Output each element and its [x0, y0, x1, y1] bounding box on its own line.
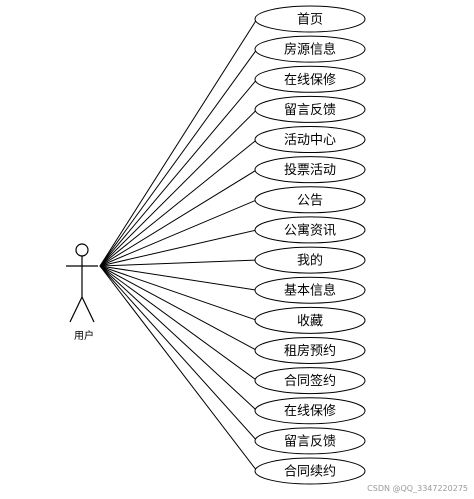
use-case-ellipse [254, 336, 366, 364]
use-case: 房源信息 [254, 35, 366, 63]
association-line [99, 265, 258, 291]
use-case-label: 我的 [297, 253, 323, 269]
association-line [99, 265, 258, 321]
use-case-ellipse [254, 216, 366, 244]
use-case-ellipse [254, 276, 366, 304]
watermark: CSDN @QQ_3347220275 [367, 484, 468, 493]
use-case-label: 房源信息 [284, 42, 336, 58]
use-case: 投票活动 [254, 156, 366, 184]
use-case: 基本信息 [254, 276, 366, 304]
use-case-ellipse [254, 246, 366, 274]
use-case-ellipse [254, 367, 366, 395]
use-case-ellipse [254, 65, 366, 93]
use-case: 公寓资讯 [254, 216, 366, 244]
use-case: 租房预约 [254, 336, 366, 364]
use-case-list: 首页房源信息在线保修留言反馈活动中心投票活动公告公寓资讯我的基本信息收藏租房预约… [254, 5, 366, 485]
use-case-ellipse [254, 457, 366, 485]
use-case: 留言反馈 [254, 95, 366, 123]
association-line [99, 169, 258, 267]
association-line [99, 265, 258, 351]
use-case: 首页 [254, 5, 366, 33]
use-case-label: 在线保修 [284, 73, 336, 88]
use-case-ellipse [254, 5, 366, 33]
use-case-ellipse [254, 95, 366, 123]
actor-right-leg [81, 296, 95, 323]
association-line [99, 265, 258, 412]
use-case-label: 收藏 [297, 314, 323, 329]
use-case-ellipse [254, 186, 366, 214]
use-case-ellipse [254, 306, 366, 334]
actor-user: 用户 [66, 243, 98, 342]
use-case-label: 公告 [297, 193, 323, 208]
use-case-ellipse [254, 35, 366, 63]
use-case-ellipse [254, 397, 366, 425]
actor-head [75, 243, 89, 257]
use-case: 公告 [254, 186, 366, 214]
use-case-label: 租房预约 [284, 343, 336, 359]
use-case-label: 留言反馈 [284, 434, 336, 449]
use-case: 合同续约 [254, 457, 366, 485]
association-line [99, 48, 258, 267]
use-case: 活动中心 [254, 126, 366, 154]
association-line [99, 139, 258, 267]
use-case: 在线保修 [254, 65, 366, 93]
association-line [99, 229, 258, 267]
use-case: 留言反馈 [254, 427, 366, 455]
association-line [99, 78, 258, 267]
use-case-label: 投票活动 [284, 162, 336, 178]
association-line [99, 265, 258, 442]
use-case-label: 公寓资讯 [284, 222, 336, 238]
association-line [99, 265, 258, 382]
use-case-label: 首页 [297, 13, 323, 28]
use-case-label: 合同签约 [284, 373, 336, 389]
use-case: 我的 [254, 246, 366, 274]
association-line [99, 18, 258, 267]
association-line [99, 265, 258, 472]
use-case-label: 合同续约 [284, 465, 336, 480]
actor-label: 用户 [74, 329, 94, 342]
use-case-label: 在线保修 [284, 404, 336, 419]
use-case: 合同签约 [254, 367, 366, 395]
association-line [99, 109, 258, 267]
use-case-ellipse [254, 156, 366, 184]
use-case-label: 活动中心 [284, 133, 336, 148]
use-case: 在线保修 [254, 397, 366, 425]
association-line [99, 259, 258, 267]
use-case-label: 留言反馈 [284, 103, 336, 118]
association-line [99, 199, 258, 267]
use-case-label: 基本信息 [284, 283, 336, 299]
use-case: 收藏 [254, 306, 366, 334]
actor-left-leg [69, 296, 83, 323]
use-case-ellipse [254, 427, 366, 455]
association-lines [99, 18, 258, 472]
use-case-ellipse [254, 126, 366, 154]
